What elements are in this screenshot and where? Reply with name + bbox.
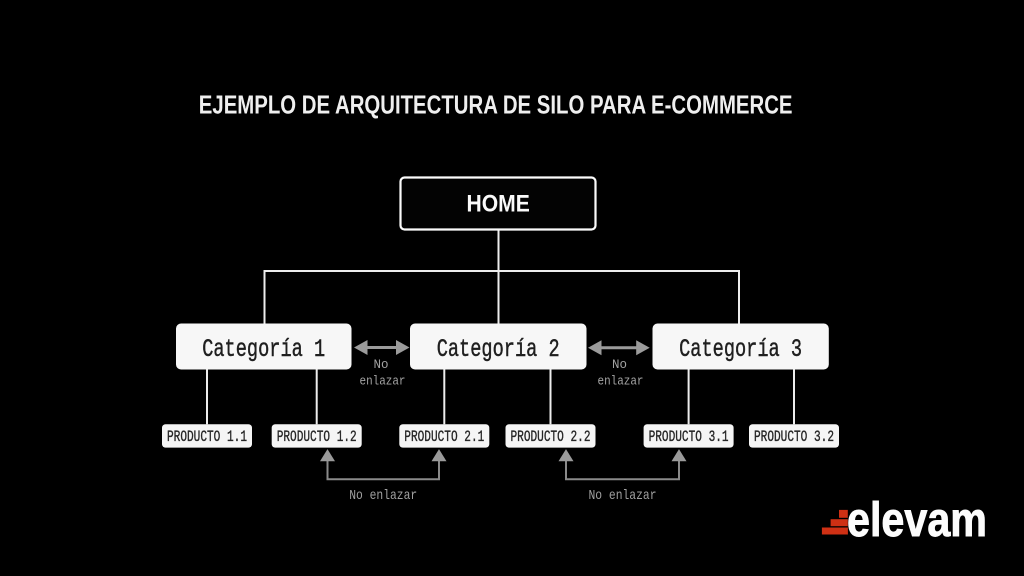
svg-text:PRODUCTO 3.2: PRODUCTO 3.2 [754,428,834,446]
svg-text:PRODUCTO 2.1: PRODUCTO 2.1 [404,428,484,446]
svg-text:Categoría 2: Categoría 2 [437,335,560,364]
svg-text:No enlazar: No enlazar [589,488,657,504]
svg-text:Categoría 1: Categoría 1 [202,335,325,364]
svg-text:enlazar: enlazar [360,373,406,388]
svg-text:No: No [612,357,627,372]
svg-text:PRODUCTO 1.1: PRODUCTO 1.1 [167,428,247,446]
svg-text:enlazar: enlazar [598,373,644,388]
svg-text:elevam: elevam [847,494,987,547]
svg-text:PRODUCTO 1.2: PRODUCTO 1.2 [277,428,357,446]
svg-text:PRODUCTO 3.1: PRODUCTO 3.1 [649,428,729,446]
svg-text:No enlazar: No enlazar [349,488,417,504]
svg-text:No: No [374,357,389,372]
svg-text:HOME: HOME [467,191,530,218]
svg-text:EJEMPLO DE ARQUITECTURA DE SIL: EJEMPLO DE ARQUITECTURA DE SILO PARA E-C… [199,90,793,120]
svg-text:PRODUCTO 2.2: PRODUCTO 2.2 [511,428,591,446]
svg-text:Categoría 3: Categoría 3 [679,335,802,364]
